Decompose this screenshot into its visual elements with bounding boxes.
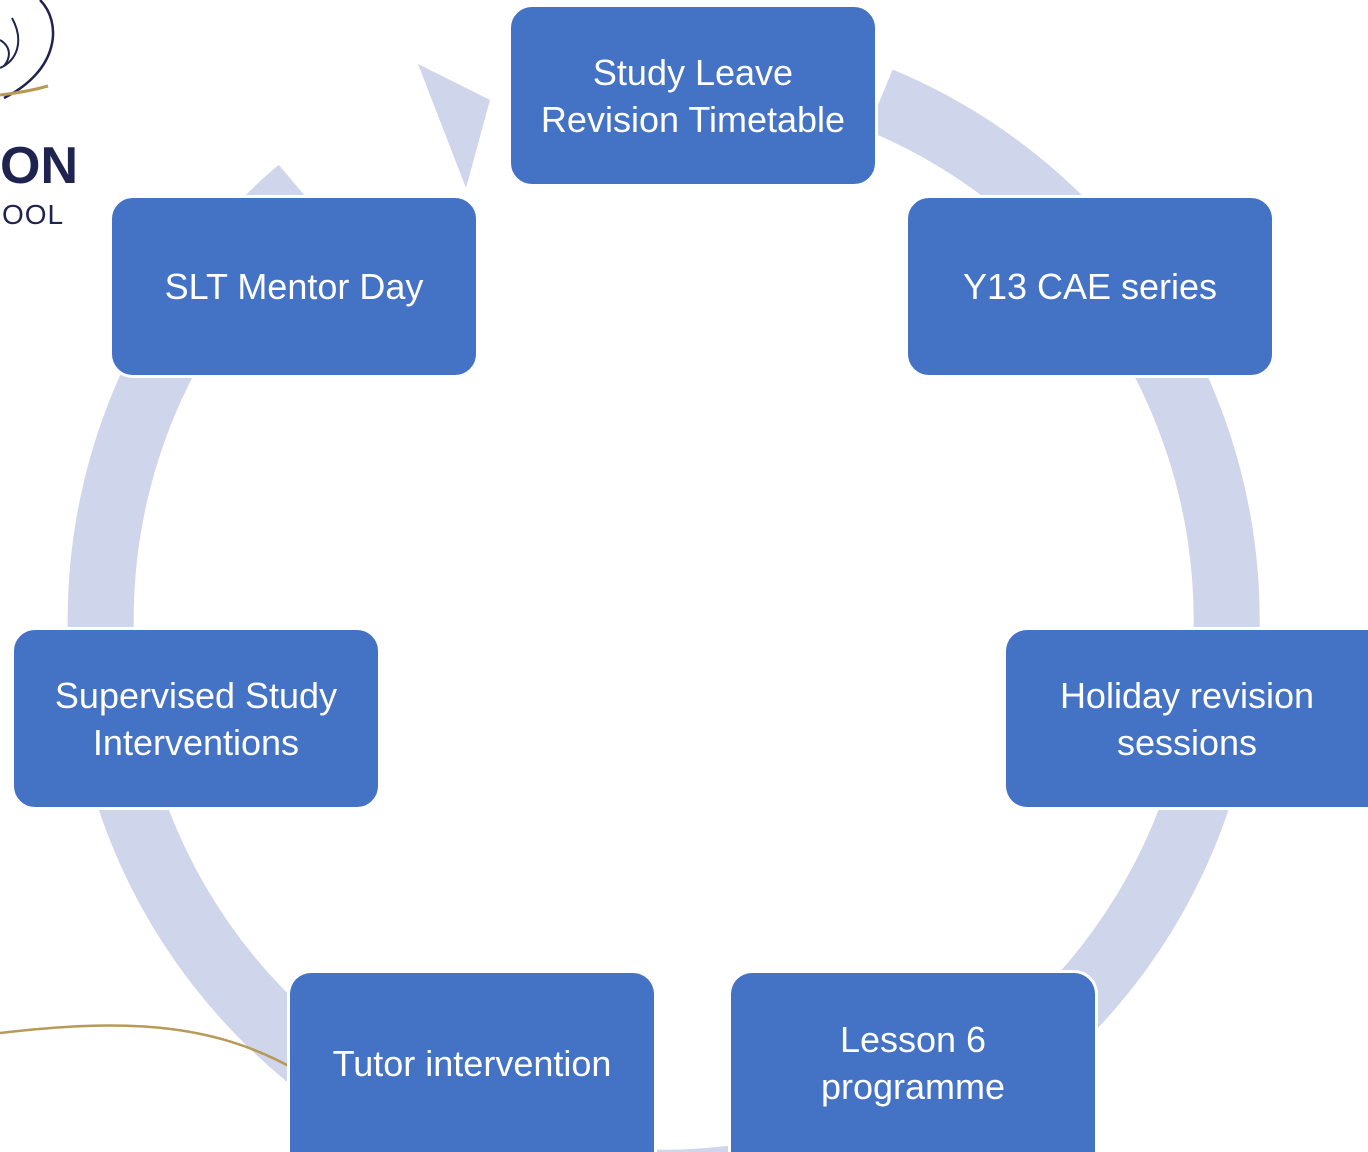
- cycle-node-tutor-intervention: Tutor intervention: [287, 970, 657, 1152]
- cycle-node-study-leave: Study Leave Revision Timetable: [508, 4, 878, 187]
- cycle-node-label: Tutor intervention: [332, 1042, 612, 1084]
- logo-wordmark-large: ON: [0, 137, 78, 195]
- cycle-node-label: Holiday revision sessions: [1059, 674, 1315, 763]
- logo-wordmark-small: OOL: [2, 199, 65, 230]
- cycle-node-slt-mentor: SLT Mentor Day: [109, 195, 479, 378]
- cycle-node-label: SLT Mentor Day: [164, 266, 424, 307]
- cycle-node-lesson-6: Lesson 6 programme: [728, 970, 1098, 1152]
- cycle-arrow-band: [67, 69, 1260, 1152]
- cycle-node-label: Lesson 6 programme: [820, 1019, 1006, 1107]
- cycle-node-label: Study Leave Revision Timetable: [540, 51, 846, 140]
- cycle-node-holiday-revision: Holiday revision sessions: [1003, 627, 1368, 810]
- school-logo-emblem: [0, 0, 55, 100]
- cycle-arrowhead: [418, 64, 490, 188]
- cycle-node-y13-cae: Y13 CAE series: [905, 195, 1275, 378]
- cycle-node-label: Y13 CAE series: [962, 266, 1218, 307]
- cycle-node-supervised-study: Supervised Study Interventions: [11, 627, 381, 810]
- decorative-swoosh-line: [0, 1024, 297, 1072]
- cycle-node-label: Supervised Study Interventions: [54, 674, 338, 763]
